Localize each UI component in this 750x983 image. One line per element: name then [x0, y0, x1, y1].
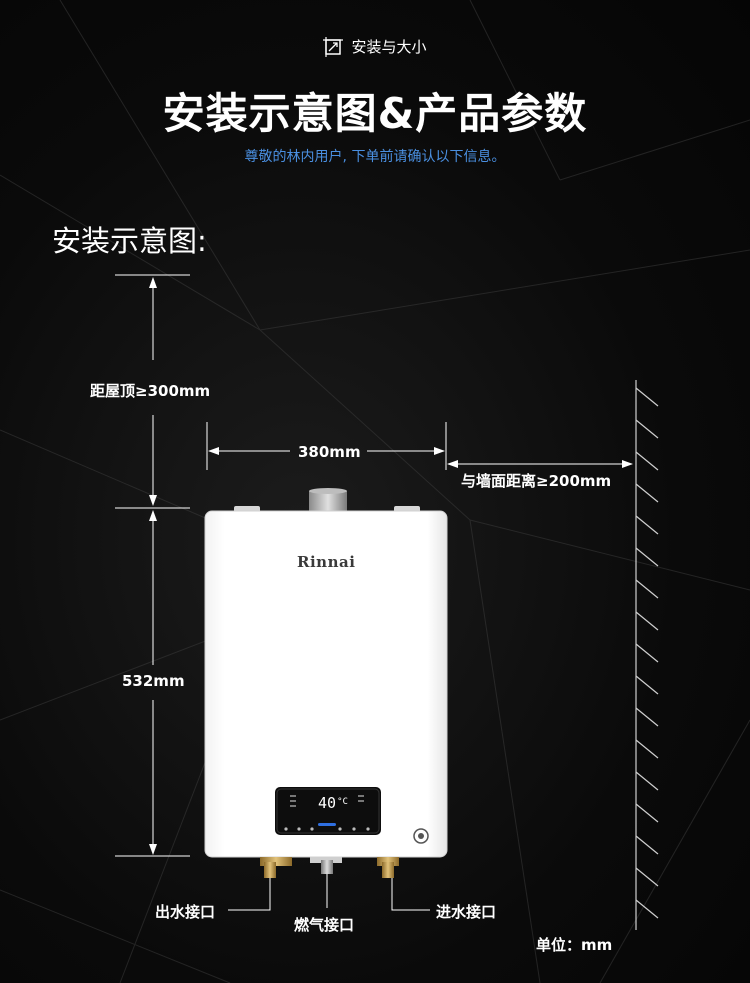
size-frame-icon	[323, 36, 344, 57]
section-tag: 安装与大小	[0, 36, 750, 57]
diagram-label: 安装示意图:	[52, 224, 207, 258]
inlet-water-label: 进水接口	[436, 903, 497, 921]
section-tag-text: 安装与大小	[351, 38, 427, 56]
wall	[635, 380, 659, 930]
height-label: 532mm	[122, 672, 185, 690]
outlet-water-label: 出水接口	[155, 903, 216, 921]
page-title: 安装示意图&产品参数	[162, 89, 588, 138]
height-dimension	[115, 510, 190, 857]
wall-dimension	[447, 460, 633, 468]
page-subtitle: 尊敬的林内用户, 下单前请确认以下信息。	[244, 149, 506, 165]
display-temp: 40	[318, 794, 337, 812]
wall-distance-label: 与墙面距离≥200mm	[461, 472, 612, 490]
callout-lines	[228, 874, 430, 911]
brand-logo: Rinnai	[297, 553, 356, 571]
display-readout: 40 °C	[318, 794, 348, 812]
flue-pipe	[309, 488, 347, 512]
ceiling-distance-label: 距屋顶≥300mm	[90, 382, 211, 400]
width-dimension	[206, 422, 447, 470]
width-label: 380mm	[298, 443, 361, 461]
display-unit: °C	[337, 797, 348, 807]
water-heater	[204, 506, 448, 878]
unit-note: 单位：mm	[536, 936, 613, 954]
ceiling-dimension	[115, 274, 190, 509]
gas-inlet-label: 燃气接口	[294, 916, 355, 934]
